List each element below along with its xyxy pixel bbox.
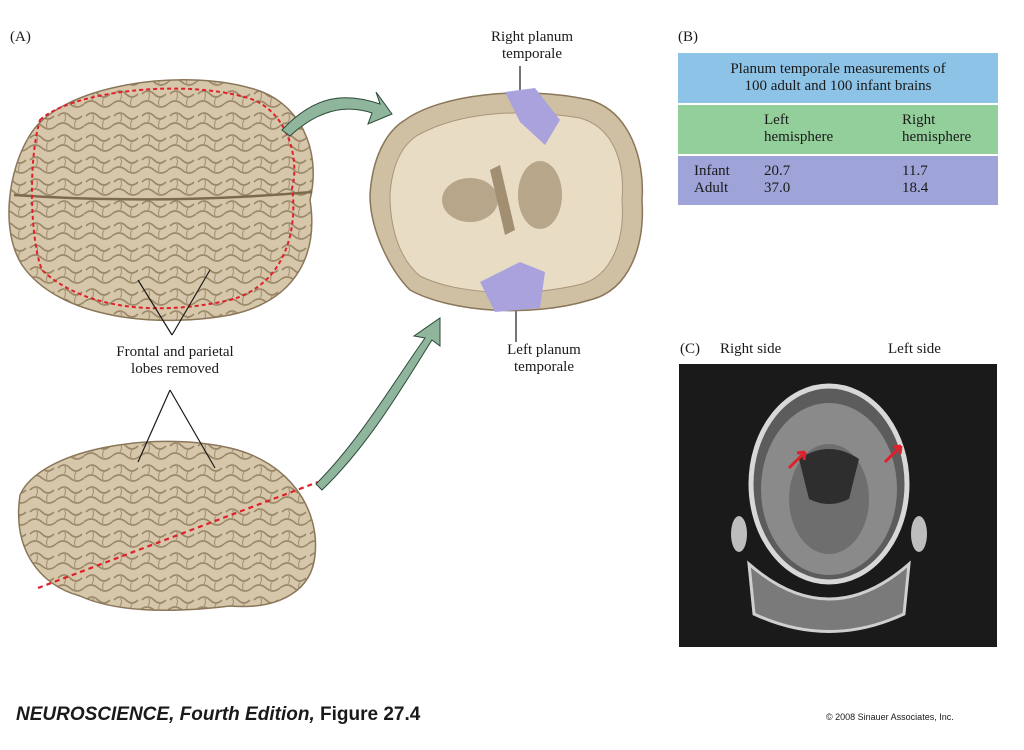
callout-left-planum: Left planum temporale bbox=[507, 342, 581, 375]
col-right-line2: hemisphere bbox=[902, 129, 972, 145]
cut-line-lateral bbox=[37, 480, 319, 590]
figure-caption: NEUROSCIENCE, Fourth Edition, Figure 27.… bbox=[16, 704, 421, 725]
brain-illustration bbox=[8, 66, 644, 611]
cut-outline-dorsal bbox=[30, 87, 296, 310]
col-right-line1: Right bbox=[902, 112, 936, 128]
row-infant-left: 20.7 bbox=[764, 163, 791, 179]
mri-left-side-label: Left side bbox=[888, 341, 941, 357]
dorsal-brain bbox=[8, 79, 314, 322]
arrow-top bbox=[281, 91, 393, 137]
row-adult-right: 18.4 bbox=[902, 180, 929, 196]
row-adult-label: Adult bbox=[694, 180, 729, 196]
left-planum-region bbox=[480, 262, 545, 312]
mri-arrow-left bbox=[883, 444, 903, 464]
right-planum-region bbox=[505, 88, 560, 145]
panel-b-label: (B) bbox=[678, 29, 698, 45]
panel-a-label: (A) bbox=[10, 29, 31, 45]
copyright: © 2008 Sinauer Associates, Inc. bbox=[826, 712, 954, 722]
panel-c-label: (C) bbox=[680, 341, 700, 357]
table-title: Planum temporale measurements of 100 adu… bbox=[678, 53, 998, 103]
col-left-line1: Left bbox=[764, 112, 789, 128]
table-body: Infant 20.7 11.7 Adult 37.0 18.4 bbox=[678, 156, 998, 205]
callout-removed: Frontal and parietal lobes removed bbox=[116, 344, 234, 377]
lateral-brain bbox=[17, 440, 319, 611]
mri-arrow-right bbox=[787, 450, 807, 470]
table-header: Left hemisphere Right hemisphere bbox=[678, 105, 998, 154]
horizontal-section bbox=[369, 88, 644, 312]
arrow-bottom bbox=[315, 317, 441, 491]
row-infant-right: 11.7 bbox=[902, 163, 928, 179]
mri-scan bbox=[731, 383, 927, 633]
mri-right-side-label: Right side bbox=[720, 341, 782, 357]
col-left-line2: hemisphere bbox=[764, 129, 834, 145]
row-infant-label: Infant bbox=[694, 163, 730, 179]
measurements-table: Planum temporale measurements of 100 adu… bbox=[678, 53, 998, 205]
callout-right-planum: Right planum temporale bbox=[490, 29, 574, 62]
mri-image bbox=[679, 364, 997, 647]
row-adult-left: 37.0 bbox=[764, 180, 791, 196]
